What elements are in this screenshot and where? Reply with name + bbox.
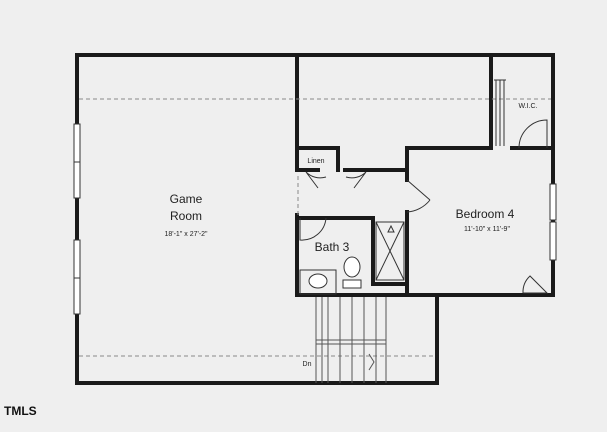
game-room-label-line2: Room	[170, 209, 202, 223]
game-room-label-line1: Game	[170, 192, 203, 206]
labels: Game Room 18'-1" x 27'-2" Bedroom 4 11'-…	[164, 103, 537, 368]
door-linen-right	[345, 171, 367, 189]
toilet-bowl	[343, 256, 361, 278]
window-game-room-1	[73, 123, 81, 163]
wic-label: W.I.C.	[518, 103, 537, 110]
stairs-down-label: Dn	[303, 361, 312, 368]
bath-3-label: Bath 3	[315, 240, 350, 254]
bedroom-4-label: Bedroom 4	[456, 207, 515, 221]
door-linen-left	[305, 171, 327, 189]
door-bath	[299, 217, 327, 241]
stairs	[315, 297, 387, 383]
door-bedroom-closet	[522, 275, 549, 294]
sink	[308, 273, 328, 289]
stair-arrow-icon	[368, 353, 375, 371]
windows	[73, 123, 557, 315]
window-game-room-4	[73, 277, 81, 315]
door-bedroom	[406, 179, 431, 213]
toilet-tank	[342, 279, 362, 289]
window-bedroom-2	[549, 221, 557, 261]
linen-label: Linen	[307, 158, 324, 165]
doors	[299, 119, 549, 294]
wic-shelf	[494, 79, 506, 146]
window-bedroom-1	[549, 183, 557, 221]
door-wic	[518, 119, 548, 149]
bath-fixtures	[299, 256, 362, 295]
tmls-logo: TMLS	[4, 404, 37, 418]
game-room-dimensions: 18'-1" x 27'-2"	[164, 231, 208, 238]
window-game-room-2	[73, 161, 81, 199]
bedroom-4-dimensions: 11'-10" x 11'-9"	[464, 226, 510, 233]
interior-walls	[295, 53, 555, 297]
shower	[375, 221, 405, 281]
window-game-room-3	[73, 239, 81, 279]
